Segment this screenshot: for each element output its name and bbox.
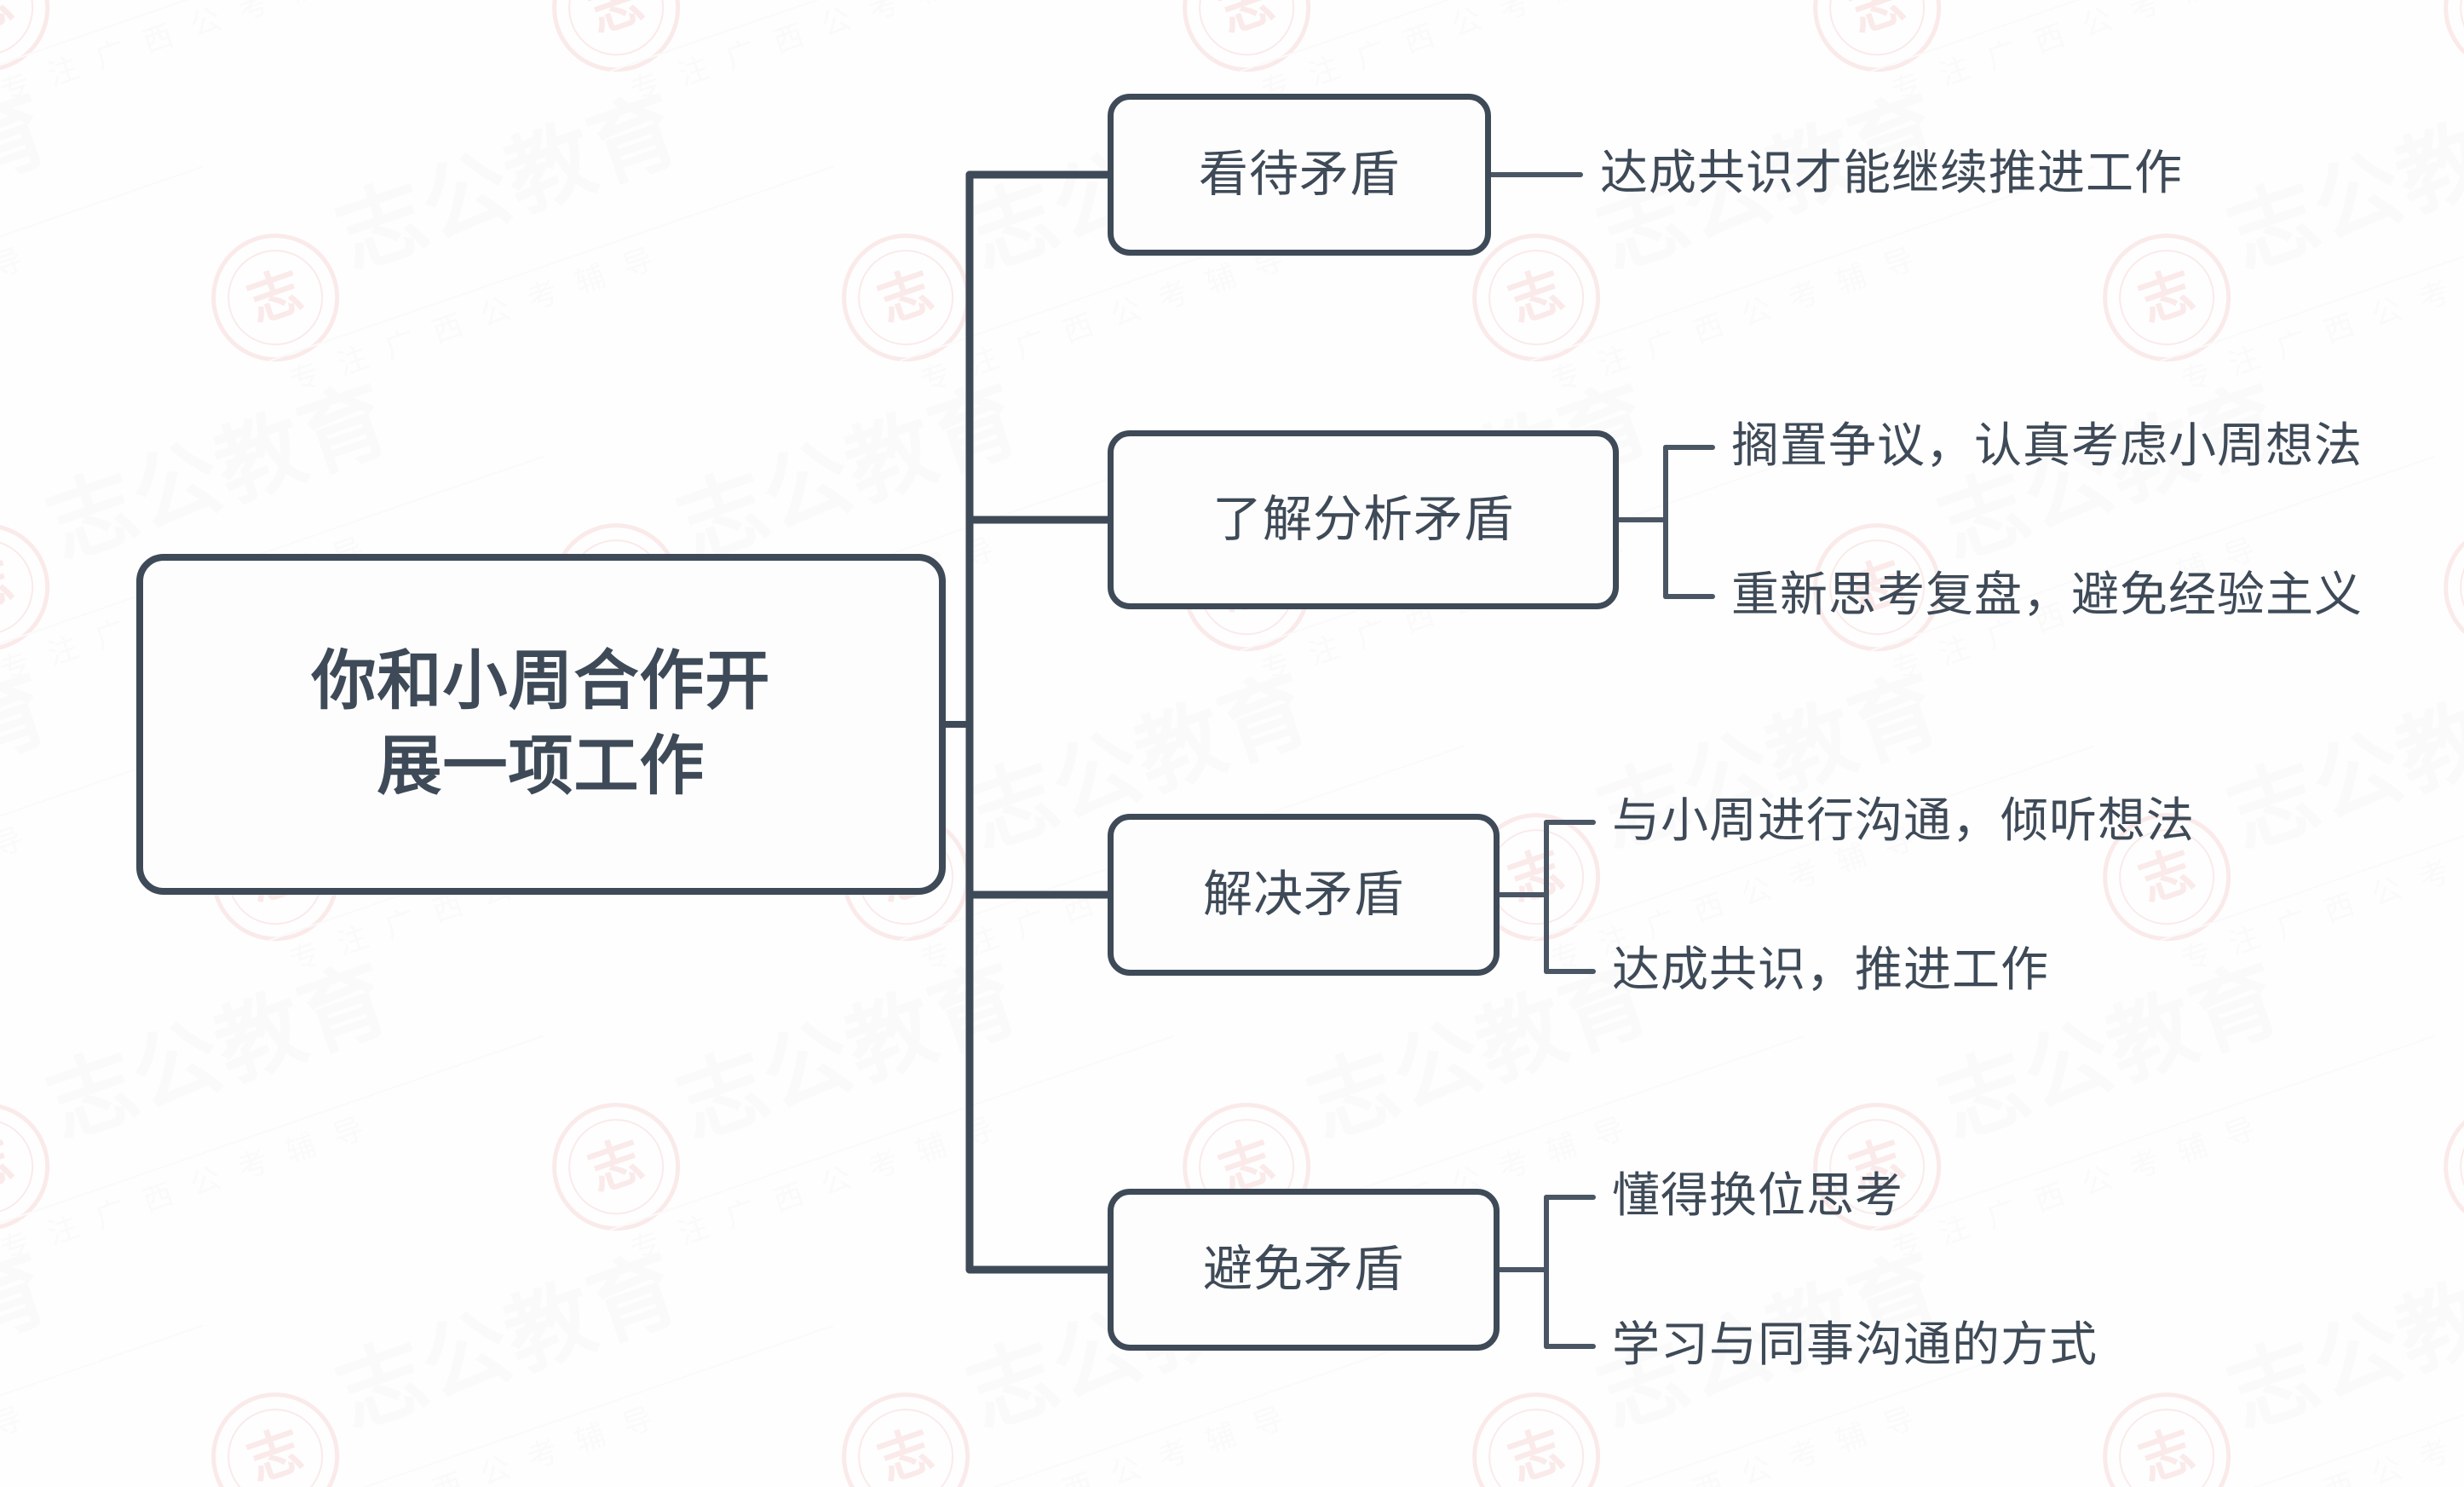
leaf-label-2-1: 搁置争议，认真考虑小周想法	[1731, 418, 2363, 472]
leaf-label-3-2: 达成共识，推进工作	[1612, 942, 2049, 996]
leaf-label-4-1: 懂得换位思考	[1612, 1168, 1903, 1222]
branch-node-3-label: 解决矛盾	[1202, 867, 1404, 923]
branch-node-1-label: 看待矛盾	[1198, 147, 1400, 203]
leaf-label-4-2: 学习与同事沟通的方式	[1612, 1317, 2098, 1371]
branch-node-4-label: 避免矛盾	[1202, 1242, 1404, 1298]
leaf-label-2-2: 重新思考复盘，避免经验主义	[1731, 568, 2363, 621]
leaf-label-1-1: 达成共识才能继续推进工作	[1600, 146, 2183, 199]
branch-node-2[interactable]: 了解分析矛盾	[1108, 430, 1619, 609]
branch-node-2-label: 了解分析矛盾	[1212, 492, 1514, 548]
root-node-label: 你和小周合作开 展一项工作	[311, 644, 771, 803]
branch-node-4[interactable]: 避免矛盾	[1108, 1189, 1500, 1351]
root-node[interactable]: 你和小周合作开 展一项工作	[136, 554, 946, 895]
leaf-label-3-1: 与小周进行沟通，倾听想法	[1612, 793, 2195, 847]
branch-node-1[interactable]: 看待矛盾	[1108, 94, 1491, 256]
branch-node-3[interactable]: 解决矛盾	[1108, 814, 1500, 976]
